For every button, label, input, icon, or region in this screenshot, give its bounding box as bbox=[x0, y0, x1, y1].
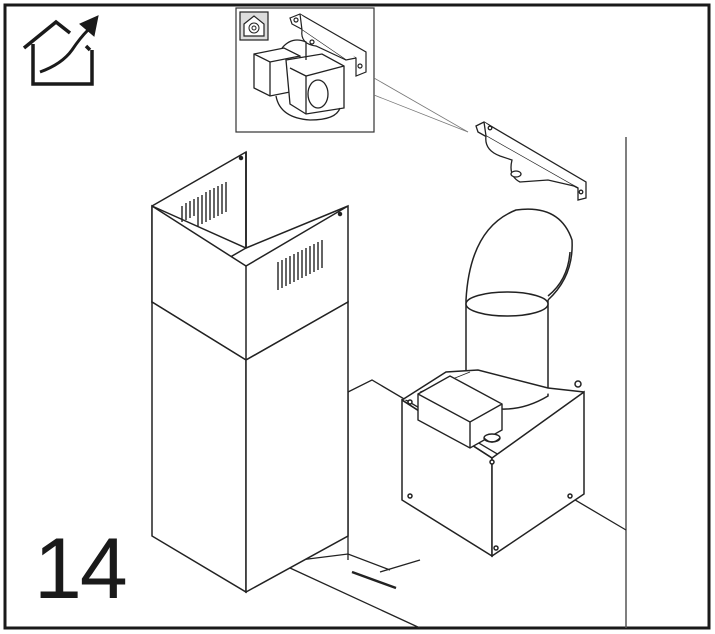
inset-diverter bbox=[253, 39, 345, 121]
inset-bracket bbox=[289, 13, 367, 77]
house-recirculation-icon bbox=[239, 11, 269, 41]
diagram-border bbox=[3, 3, 711, 630]
control-panel-strip bbox=[351, 570, 397, 590]
detail-inset bbox=[235, 7, 469, 133]
wall-bracket bbox=[475, 121, 587, 201]
chimney-lower-section bbox=[151, 300, 349, 594]
electrical-box bbox=[417, 375, 503, 449]
chimney-vent-left bbox=[181, 182, 227, 226]
house-with-arrow-icon bbox=[22, 15, 99, 86]
chimney-vent-right bbox=[277, 240, 323, 290]
step-number: 14 bbox=[34, 521, 128, 617]
